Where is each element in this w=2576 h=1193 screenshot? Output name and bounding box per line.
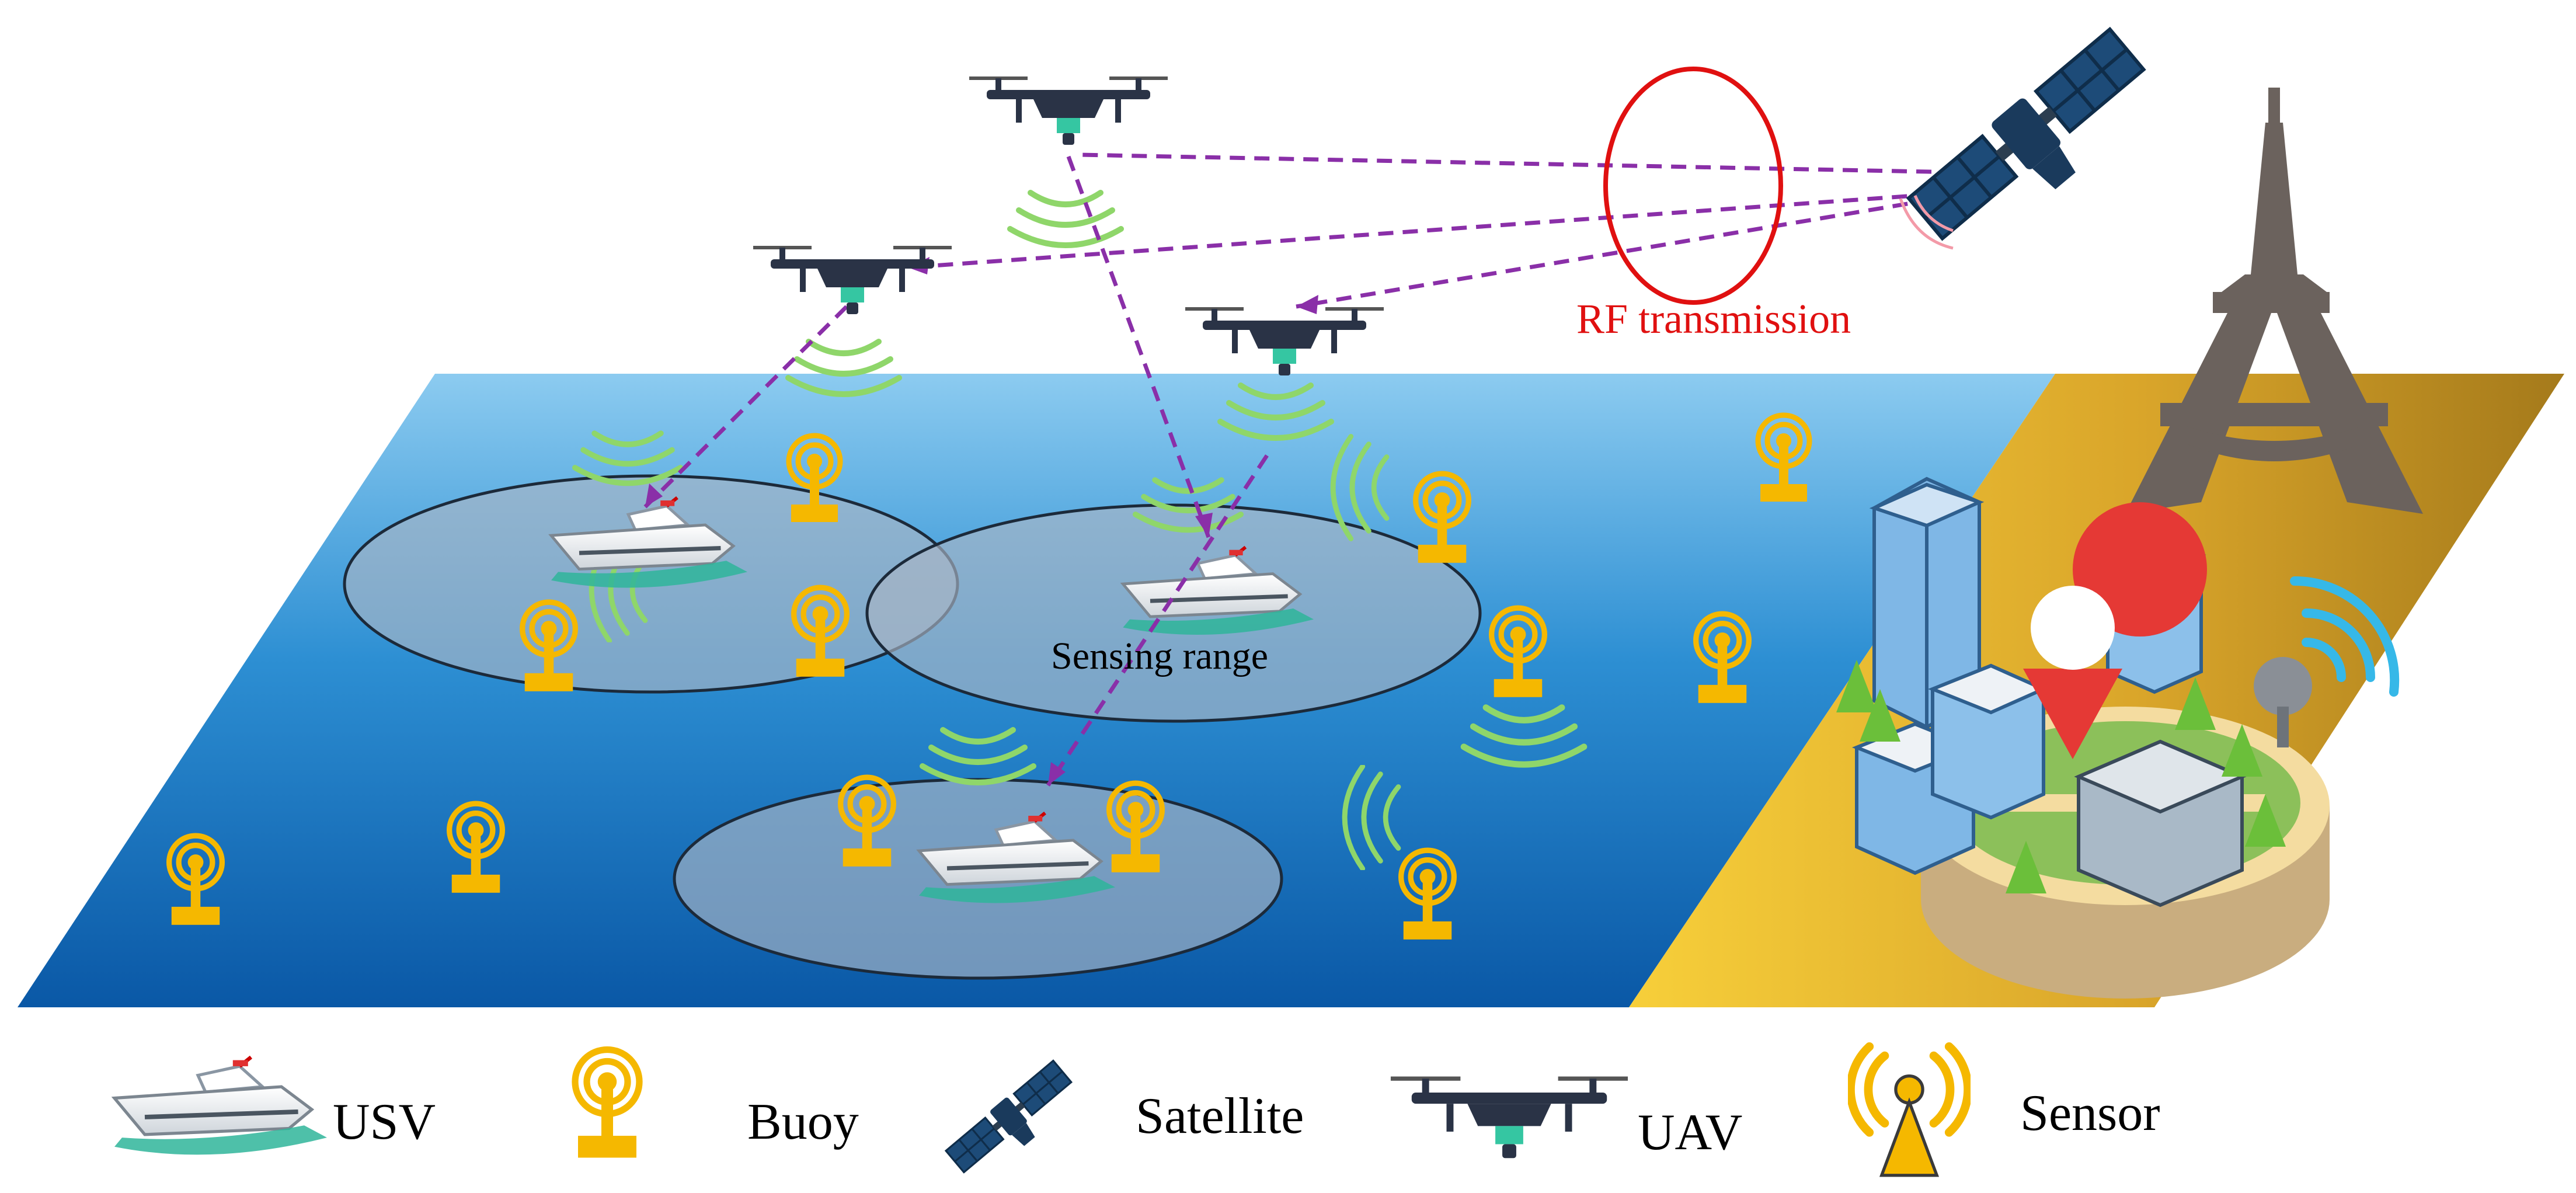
satellite-signal: [1899, 198, 1954, 250]
rf-transmission-label: RF transmission: [1576, 295, 1851, 342]
legend-sensor-label: Sensor: [2020, 1085, 2160, 1142]
satellite-icon: [1906, 26, 2166, 265]
legend-uav-icon: [1391, 1079, 1628, 1158]
uav-drone-icon: [1185, 309, 1384, 375]
eiffel-tower-icon: [2125, 88, 2423, 514]
rf-transmission-marker: [1603, 67, 1783, 305]
legend-uav-label: UAV: [1638, 1104, 1742, 1161]
satellite-signal: [1913, 194, 1954, 232]
sensing-wave: [1010, 193, 1121, 245]
legend-sensor-icon: [1850, 1046, 1968, 1175]
legend-satellite-icon: [943, 1058, 1080, 1188]
smart-city-icon: [1836, 476, 2330, 999]
legend-buoy-icon: [575, 1050, 639, 1158]
legend-satellite-label: Satellite: [1136, 1088, 1304, 1145]
wireless-signal-icon: [2290, 576, 2400, 697]
legend-usv-icon: [114, 1057, 327, 1154]
location-pin-icon: [2023, 502, 2207, 759]
legend: USV Buoy Satellite UAV Sensor: [114, 1046, 2160, 1188]
legend-buoy-label: Buoy: [747, 1094, 859, 1150]
uav-drone-icon: [753, 248, 952, 314]
legend-usv-label: USV: [333, 1094, 436, 1150]
uav-drone-icon: [969, 78, 1168, 145]
sensing-range-label: Sensing range: [1051, 635, 1268, 677]
